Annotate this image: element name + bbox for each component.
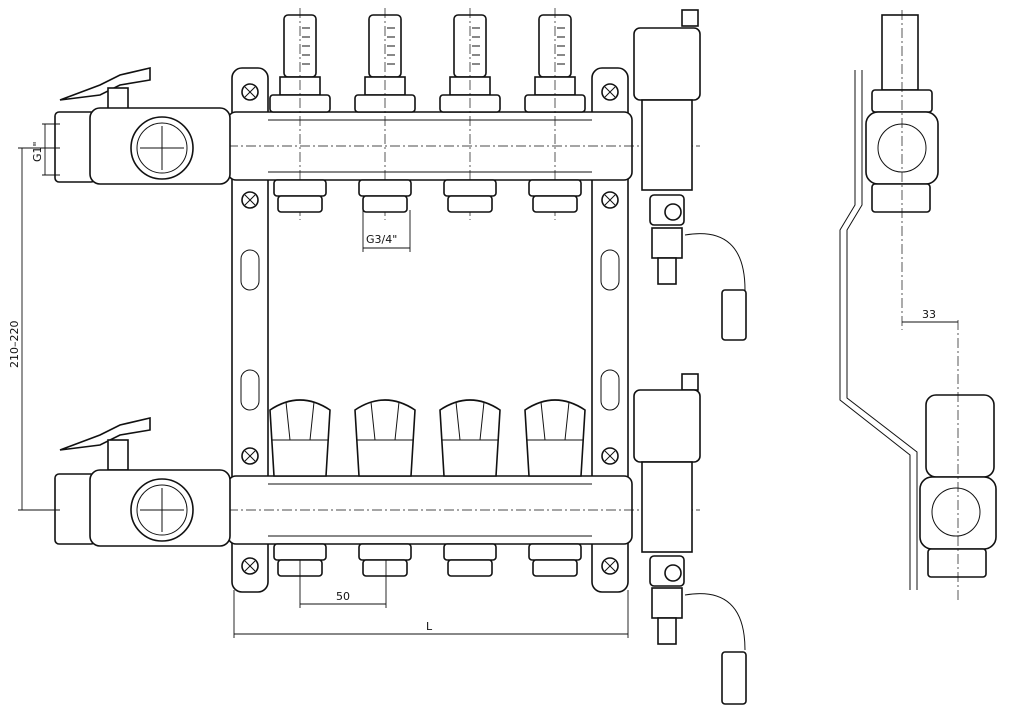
right-mounting-bracket [591,67,629,593]
return-valve-cap[interactable] [524,399,586,477]
dim-label-outlet-thread: G3/4" [366,233,397,246]
dim-label-outlet-pitch: 50 [336,590,350,603]
supply-outlet-fitting [528,179,582,213]
supply-outlet-fitting [273,179,327,213]
dimension-header-spacing: 210–220 [8,147,60,511]
screw-icon [601,557,619,575]
dimension-overall-length: L [233,590,629,638]
return-header-pipe [210,475,700,545]
screw-icon [241,447,259,465]
dimension-outlet-pitch: 50 [299,560,387,608]
dim-label-inlet-thread: G1" [31,141,44,162]
return-ball-valve [54,416,231,547]
screw-icon [601,83,619,101]
return-air-vent-drain [633,373,747,705]
dim-label-side-offset: 33 [922,308,936,321]
dim-label-header-spacing: 210–220 [8,321,21,369]
screw-icon [241,191,259,209]
dimension-side-offset: 33 [902,308,958,323]
return-outlet-fitting [358,543,412,577]
dim-label-overall-length: L [426,620,433,633]
screw-icon [241,83,259,101]
flowmeter[interactable] [524,8,586,220]
dimension-g1: G1" [31,123,60,176]
dimension-outlet-thread: G3/4" [362,210,411,252]
supply-header-pipe [210,111,700,181]
supply-outlet-fitting [358,179,412,213]
supply-outlet-fitting [443,179,497,213]
screw-icon [601,191,619,209]
supply-ball-valve [54,66,231,185]
return-valve-cap[interactable] [439,399,501,477]
left-mounting-bracket [231,67,269,593]
return-valve-cap[interactable] [269,399,331,477]
return-outlet-fitting [443,543,497,577]
flowmeter[interactable] [269,8,331,220]
screw-icon [241,557,259,575]
side-view [839,10,997,600]
supply-air-vent-drain [633,9,747,341]
return-valve-cap[interactable] [354,399,416,477]
return-outlet-fitting [528,543,582,577]
screw-icon [601,447,619,465]
